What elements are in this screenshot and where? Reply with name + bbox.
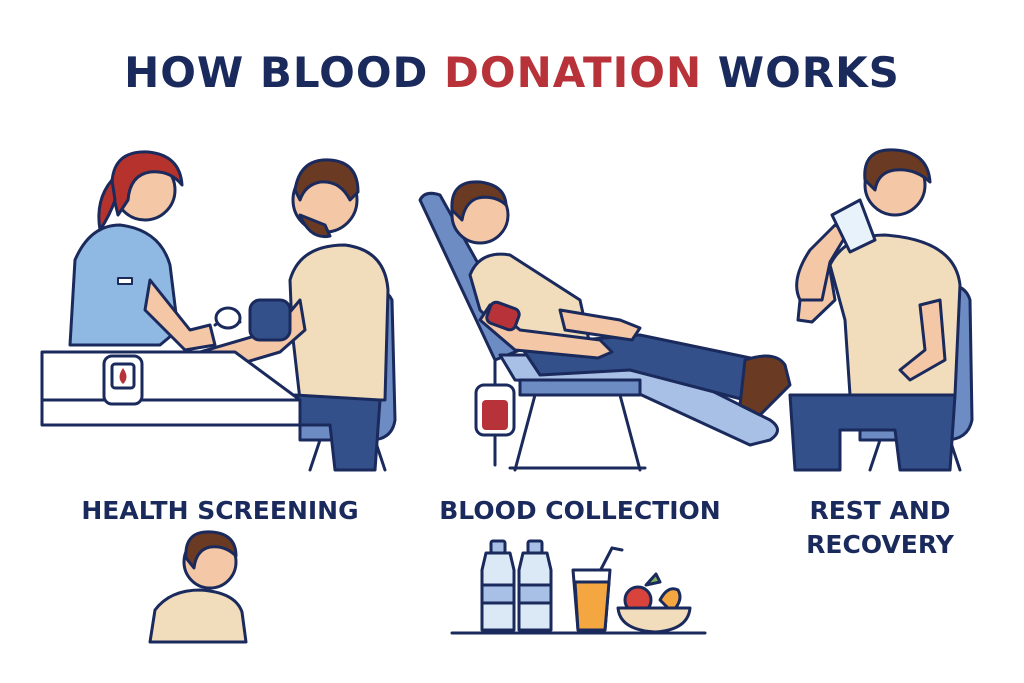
refreshments (450, 539, 707, 635)
title-accent: DONATION (444, 48, 703, 97)
title-part2: WORKS (702, 48, 900, 97)
donor-drinking-icon (788, 148, 962, 472)
water-bottle-icon (480, 539, 516, 632)
step-label-health-screening: HEALTH SCREENING (81, 496, 359, 525)
page-title: HOW BLOOD DONATION WORKS (0, 48, 1024, 97)
donor-reclined-icon (450, 180, 792, 417)
table-icon (40, 350, 302, 427)
step-label-line2: RECOVERY (806, 530, 954, 559)
step-label-rest-recovery: REST AND RECOVERY (760, 494, 1000, 562)
blood-collection-scene (418, 180, 792, 472)
water-bottle-icon (517, 539, 553, 632)
step-label-line1: REST AND (809, 496, 951, 525)
juice-glass-icon (571, 546, 624, 632)
step-label-blood-collection: BLOOD COLLECTION (439, 496, 721, 525)
rest-recovery-scene (788, 148, 974, 472)
health-screening-scene (40, 150, 397, 472)
title-part1: HOW BLOOD (124, 48, 445, 97)
fruit-bowl-icon (616, 572, 692, 634)
blood-bag-icon (474, 358, 516, 467)
person-bust-icon (148, 530, 248, 644)
nurse-icon (68, 150, 217, 352)
water-glass-icon (830, 198, 877, 254)
glucose-meter-icon (102, 354, 144, 406)
